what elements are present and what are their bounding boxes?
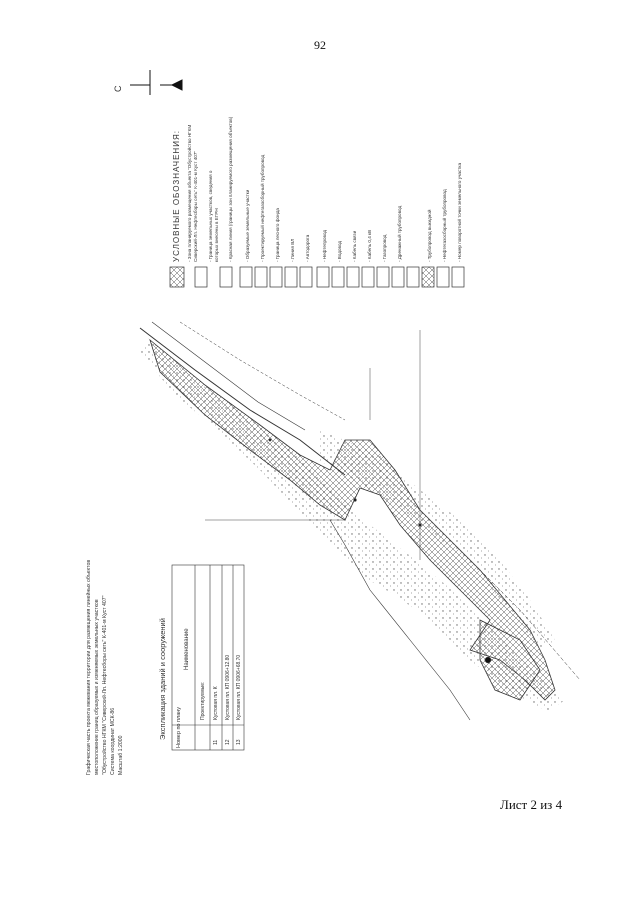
legend-item: - Кабель связи — [352, 230, 357, 262]
north-arrow — [130, 70, 183, 95]
page-number: 92 — [314, 38, 326, 52]
north-label: С — [113, 85, 123, 93]
table-row-num: 13 — [236, 739, 242, 745]
legend-item: которых внесены в ЕГРН — [214, 208, 219, 262]
table-row-num: 12 — [225, 739, 231, 745]
legend-item: Сиверский-Лп. Нефтесборы сеть" К-401-м К… — [193, 150, 198, 262]
legend-item: - Красная линия (границы зон планируемог… — [228, 116, 233, 262]
legend-item: - Кабель 0,4 кВ — [367, 229, 372, 262]
legend-swatches — [169, 266, 465, 288]
legend-item: - Образуемые земельные участки — [245, 189, 250, 262]
road-lines — [139, 321, 581, 721]
sheet-label: Лист 2 из 4 — [500, 797, 563, 812]
table-row-name: Кустовая пл. К — [213, 686, 219, 720]
point-markers — [205, 330, 492, 664]
table-title: Экспликация зданий и сооружений — [158, 618, 167, 740]
explication-table-grid — [171, 564, 245, 751]
legend-item: - Автодорога — [305, 234, 310, 262]
description-line: Графическая часть проекта межевания терр… — [86, 559, 92, 775]
description-line: Масштаб 1:2000 — [118, 735, 124, 775]
legend-item: - Дренажный трубопровод — [397, 205, 402, 262]
legend-item: - Граница земельных участков, сведения о — [208, 170, 213, 262]
description-line: местоположение границ образуемых и измен… — [94, 599, 100, 775]
legend-item: - Нефтегазосборный трубопровод — [442, 189, 447, 262]
table-header-number: Номер по плану — [176, 706, 182, 748]
description-line: Система координат МСК-86 — [110, 707, 116, 775]
legend-item: - Граница лесного фонда — [275, 208, 280, 262]
description-line: "Обустройство НГКМ "Сиверский-Лп. Нефтес… — [102, 595, 108, 775]
legend-item: - Зона планируемого размещения объекта "… — [187, 124, 192, 262]
legend-item: - Линия ВЛ — [290, 238, 295, 262]
legend-item: - Трубопровод выкидной — [427, 209, 432, 262]
table-header-name: Наименование — [184, 628, 190, 670]
planned-zone — [149, 338, 556, 701]
legend-item: - Водовод — [337, 240, 342, 262]
legend-item: - Номер поворотной точки земельного учас… — [457, 162, 462, 262]
table-row-name: Кустовая пл. КП 0906+68.70 — [236, 654, 242, 720]
table-row-num: 11 — [213, 739, 219, 745]
table-row-name: Кустовая пл. КП 0906+12.80 — [225, 654, 231, 720]
legend-item: - Газопровод — [382, 234, 387, 262]
legend-title: УСЛОВНЫЕ ОБОЗНАЧЕНИЯ: — [172, 130, 181, 262]
legend-item: - Нефтепровод — [322, 229, 327, 262]
table-row-name: Проектируемые: — [200, 681, 206, 720]
legend-item: - Проектируемый нефтегазосборный трубопр… — [260, 154, 265, 262]
